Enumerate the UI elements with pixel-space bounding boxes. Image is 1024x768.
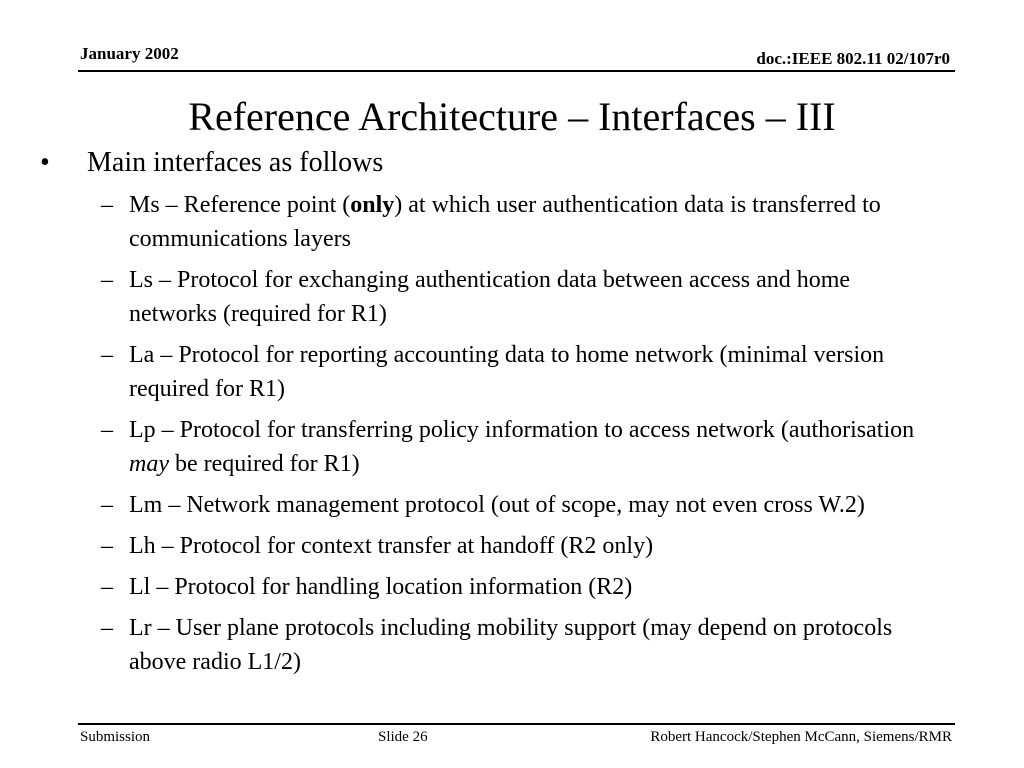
- slide-body: • Main interfaces as follows –Ms – Refer…: [40, 147, 934, 686]
- item-text-cont: ) at which user authentication data is t…: [129, 192, 887, 252]
- list-item-lr: –Lr – User plane protocols including mob…: [101, 611, 934, 679]
- dash-symbol: –: [101, 574, 113, 600]
- main-bullet-text: Main interfaces as follows: [87, 147, 384, 178]
- footer-slide-number: Slide 26: [378, 729, 428, 745]
- item-text: Lm – Network management protocol (out of…: [129, 492, 865, 518]
- item-emphasis-bold: only: [350, 192, 395, 218]
- footer-authors: Robert Hancock/Stephen McCann, Siemens/R…: [650, 729, 952, 745]
- header-date: January 2002: [80, 44, 179, 63]
- footer-submission: Submission: [80, 729, 151, 745]
- list-item-ms: –Ms – Reference point (only) at which us…: [101, 188, 934, 256]
- item-text: Lr – User plane protocols including mobi…: [129, 615, 899, 675]
- item-text-cont: be required for R1): [168, 451, 360, 477]
- dash-symbol: –: [101, 417, 113, 443]
- header-doc-id: doc.:IEEE 802.11 02/107r0: [756, 49, 950, 68]
- list-item-ls: –Ls – Protocol for exchanging authentica…: [101, 263, 934, 331]
- list-item-lp: –Lp – Protocol for transferring policy i…: [101, 413, 934, 481]
- item-text: Lh – Protocol for context transfer at ha…: [129, 533, 654, 559]
- dash-symbol: –: [101, 267, 113, 293]
- dash-symbol: –: [101, 492, 113, 518]
- item-text: Lp – Protocol for transferring policy in…: [129, 417, 921, 443]
- list-item-la: –La – Protocol for reporting accounting …: [101, 338, 934, 406]
- main-bullet: • Main interfaces as follows: [40, 147, 934, 179]
- slide-title: Reference Architecture – Interfaces – II…: [188, 94, 836, 139]
- bullet-symbol: •: [40, 147, 50, 178]
- item-text: Ls – Protocol for exchanging authenticat…: [129, 267, 857, 327]
- item-text: Ms – Reference point (: [129, 192, 351, 218]
- dash-symbol: –: [101, 342, 113, 368]
- item-text: Ll – Protocol for handling location info…: [129, 574, 633, 600]
- list-item-lm: –Lm – Network management protocol (out o…: [101, 488, 934, 522]
- dash-symbol: –: [101, 533, 113, 559]
- item-text: La – Protocol for reporting accounting d…: [129, 342, 891, 402]
- item-emphasis-italic: may: [129, 451, 169, 477]
- header-divider: [78, 70, 955, 72]
- list-item-lh: –Lh – Protocol for context transfer at h…: [101, 529, 934, 563]
- dash-symbol: –: [101, 192, 113, 218]
- dash-symbol: –: [101, 615, 113, 641]
- footer-divider: [78, 723, 955, 725]
- list-item-ll: –Ll – Protocol for handling location inf…: [101, 570, 934, 604]
